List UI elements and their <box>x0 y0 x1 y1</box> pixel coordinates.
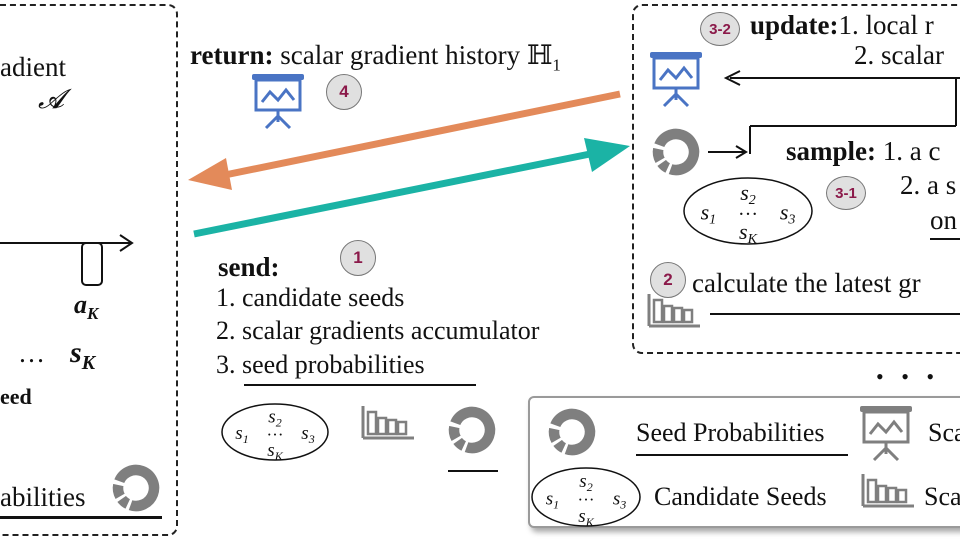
bar-icon-bar <box>896 488 908 504</box>
update-line-1: update:1. local r <box>750 10 934 40</box>
board-screen <box>652 56 700 90</box>
donut-segment <box>548 407 597 457</box>
board-screen <box>254 78 302 112</box>
left-axis-diagram <box>0 234 134 286</box>
donut-icon <box>447 405 497 455</box>
left-ellipsis: … <box>18 338 45 368</box>
donut-segment <box>115 493 132 511</box>
seed-ellipsis: … <box>578 486 595 505</box>
left-client-panel <box>0 4 178 536</box>
continuation-dots: • • • <box>876 364 941 389</box>
seed-ellipsis: … <box>738 198 758 220</box>
right-server-panel <box>632 4 960 354</box>
s-k-label: sK <box>70 336 96 374</box>
donut-segment <box>655 157 672 175</box>
donut-segment <box>451 435 468 453</box>
send-donut-underline <box>448 470 498 472</box>
send-arrow-head <box>584 138 630 172</box>
send-item-candidate-seeds: 1. candidate seeds <box>216 283 405 312</box>
bar-icon-bar <box>682 308 694 324</box>
bar-chart-icon <box>361 406 414 440</box>
left-probabilities-underline <box>0 516 162 519</box>
legend-scalar-fragment-1: Sca <box>928 418 960 447</box>
a-k-bar <box>81 242 103 286</box>
bar-icon-bar <box>672 306 684 324</box>
donut-segment <box>111 482 127 502</box>
left-set-symbol: 𝓐 <box>38 84 65 114</box>
bar-chart-icon <box>647 294 700 328</box>
bar-icon-bar <box>396 420 408 436</box>
a-k-label: aK <box>74 290 99 324</box>
sample-line-1: sample: 1. a c <box>786 136 941 166</box>
sample-line-2: 2. a s <box>900 170 957 200</box>
sample-underline <box>930 238 960 240</box>
donut-segment <box>112 463 161 513</box>
calculate-text: calculate the latest gr <box>692 268 921 298</box>
return-arrow-shaft <box>219 90 621 180</box>
bar-icon-bar <box>886 486 898 504</box>
left-probabilities-fragment: abilities <box>0 482 86 512</box>
board-trend <box>868 419 904 435</box>
update-line-2: 2. scalar <box>854 40 944 70</box>
donut-icon <box>651 127 701 177</box>
seed-oval-outline <box>221 403 329 461</box>
send-arrow-shaft <box>193 150 591 238</box>
bar-icon-bar <box>652 298 664 324</box>
legend-candidate-seeds: Candidate Seeds <box>654 482 827 511</box>
donut-segment <box>547 426 563 446</box>
seed-oval-outline <box>683 177 813 245</box>
send-item-gradient-accumulator: 2. scalar gradients accumulator <box>216 316 540 345</box>
board-trend <box>260 87 296 103</box>
donut-segment <box>448 405 497 455</box>
flow-arrows <box>188 90 630 238</box>
send-keyword: send: <box>218 252 280 282</box>
donut-segment <box>447 424 463 444</box>
left-gradient-text: adient <box>0 52 66 82</box>
sample-keyword: sample: <box>786 136 876 166</box>
legend-seed-probabilities-underline <box>636 454 848 456</box>
bar-chart-icon <box>861 474 914 508</box>
board-screen <box>862 410 910 444</box>
step-3-1-badge: 3-1 <box>826 176 866 210</box>
bar-icon-bar <box>366 410 378 436</box>
donut-segment <box>652 127 701 177</box>
donut-segment <box>551 437 568 455</box>
return-text: scalar gradient history <box>280 40 521 70</box>
return-keyword: return: <box>190 40 274 70</box>
return-line: return: scalar gradient history ℍ1 <box>190 40 561 80</box>
right-connectors <box>708 70 960 315</box>
seed-oval-outline <box>531 467 641 527</box>
bar-icon-bar <box>376 416 388 436</box>
left-seed-fragment: eed <box>0 384 32 409</box>
step-1-badge: 1 <box>340 240 376 276</box>
legend-seed-probabilities: Seed Probabilities <box>636 418 825 447</box>
sample-line-3: on <box>930 205 957 235</box>
bar-icon-bar <box>866 478 878 504</box>
presentation-icon <box>860 406 912 462</box>
board-trend <box>658 65 694 81</box>
return-arrow-head <box>188 158 232 190</box>
history-symbol-sub: 1 <box>552 55 561 75</box>
presentation-icon <box>650 52 702 108</box>
donut-segment <box>651 146 667 166</box>
bar-icon-bar <box>662 304 674 324</box>
donut-icon <box>547 407 597 457</box>
step-4-badge: 4 <box>326 74 362 110</box>
legend-scalar-fragment-2: Sca <box>924 482 960 511</box>
history-symbol: ℍ <box>526 40 553 70</box>
bar-icon-bar <box>386 418 398 436</box>
donut-icon <box>111 463 161 513</box>
seed-ellipsis: … <box>267 421 284 440</box>
presentation-icon <box>252 74 304 130</box>
left-axis-arrowhead <box>119 234 134 252</box>
step-2-badge: 2 <box>650 262 686 298</box>
send-item-seed-probabilities: 3. seed probabilities <box>216 350 425 379</box>
update-keyword: update: <box>750 10 839 40</box>
bar-icon-bar <box>876 484 888 504</box>
send-seed-probabilities-underline <box>244 384 476 386</box>
step-3-2-badge: 3-2 <box>700 12 740 46</box>
